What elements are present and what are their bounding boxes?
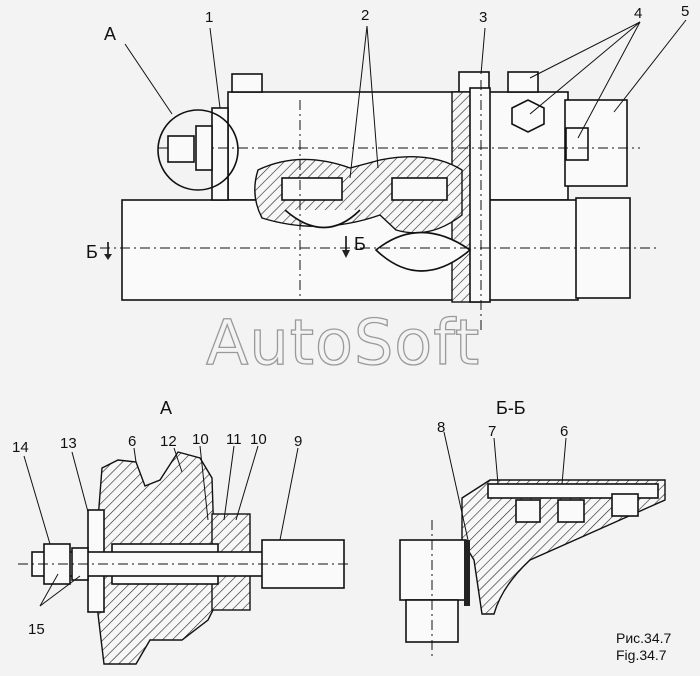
callout-a-label: A (104, 24, 116, 44)
ball-valve (374, 231, 472, 272)
part-label-7: 7 (488, 423, 496, 440)
main-assembly-view: A 1 2 3 4 5 Б Б (86, 3, 689, 330)
section-marker-left: Б (86, 242, 98, 262)
part-label-4: 4 (634, 5, 642, 22)
detail-a-plate (195, 125, 213, 171)
part-label-6a: 6 (128, 433, 136, 450)
part-label-6b: 6 (560, 423, 568, 440)
part-label-9: 9 (294, 433, 302, 450)
section-bb-port-3 (611, 493, 639, 517)
part-label-10a: 10 (192, 431, 209, 448)
top-bolt-1 (231, 73, 263, 93)
part-label-8: 8 (437, 419, 445, 436)
valve-slot-1 (281, 177, 343, 201)
section-view-bb: Б-Б 8 7 6 (399, 398, 666, 660)
section-marker-right: Б (354, 234, 366, 254)
part-label-10b: 10 (250, 431, 267, 448)
top-bolt-4 (507, 71, 539, 93)
section-bb-bolt-head (399, 539, 467, 601)
figure-caption-ru: Рис.34.7 (616, 630, 672, 646)
section-bb-port-2 (557, 499, 585, 523)
part-label-12: 12 (160, 433, 177, 450)
part-label-1: 1 (205, 9, 213, 26)
section-bb-port-1 (515, 499, 541, 523)
hex-nut (511, 99, 545, 133)
part-label-2: 2 (361, 7, 369, 24)
ball-seat (284, 209, 361, 229)
part-label-11: 11 (226, 431, 242, 448)
valve-slot-2 (391, 177, 448, 201)
detail-a-circle (157, 109, 239, 191)
detail-view-a: А 14 13 6 12 10 11 10 9 15 (12, 398, 350, 665)
part-label-13: 13 (60, 435, 77, 452)
section-bb-seal (464, 540, 470, 606)
part-label-15: 15 (28, 621, 45, 638)
detail-a-bolt (167, 135, 195, 163)
figure-caption-en: Fig.34.7 (616, 647, 667, 663)
watermark: AutoSoft (206, 306, 480, 379)
detail-a-title: А (160, 398, 172, 418)
side-bolt (565, 127, 589, 161)
part-label-5: 5 (681, 3, 689, 20)
part-label-14: 14 (12, 439, 29, 456)
bolt-shaft-3 (469, 87, 491, 303)
section-bb-title: Б-Б (496, 398, 526, 418)
part-label-3: 3 (479, 9, 487, 26)
